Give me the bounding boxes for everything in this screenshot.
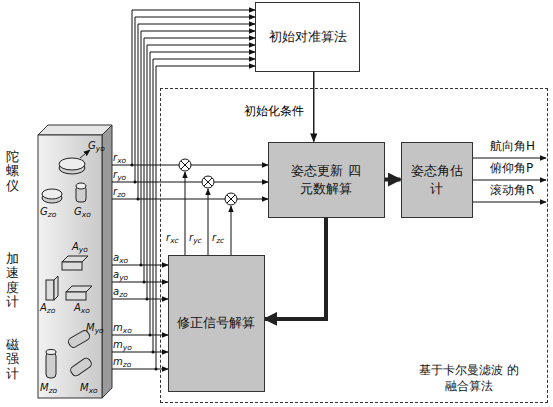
signal-name: ryo — [113, 169, 126, 182]
sensor-group-label: 陀螺仪 — [6, 150, 19, 193]
signal-name: rxo — [113, 152, 126, 165]
sensor-axis-label: Myo — [86, 322, 104, 335]
signal-name: rzo — [113, 186, 126, 199]
signal-name: ayo — [113, 269, 128, 282]
sensor-axis-label: Ayo — [72, 241, 88, 254]
sensor-group-label: 加速度计 — [6, 252, 19, 309]
signal-name: rxc — [166, 232, 179, 245]
box-label: 姿态更新 四元数解算 — [291, 162, 361, 197]
signal-name: ryc — [189, 232, 202, 245]
signal-name: rzc — [212, 232, 224, 245]
flow-arrow — [265, 218, 327, 319]
sensor-axis-label: Mzo — [40, 382, 57, 395]
process-box: 姿态角估计 — [401, 142, 473, 218]
sensor-axis-label: Gxo — [74, 206, 91, 219]
sensor-group-label: 磁强计 — [6, 338, 19, 381]
region-title: 基于卡尔曼滤波 的融合算法 — [419, 362, 519, 394]
flow-arrow — [313, 72, 315, 142]
box-label: 初始对准算法 — [263, 28, 353, 46]
signal-name: mzo — [113, 356, 131, 369]
signal-name: axo — [113, 252, 128, 265]
sensor-axis-label: Axo — [74, 302, 90, 315]
sensor-axis-label: Mxo — [80, 382, 98, 395]
process-box: 修正信号解算 — [168, 255, 265, 392]
box-label: 修正信号解算 — [174, 314, 258, 332]
flow-arrow — [385, 178, 401, 182]
signal-name: mxo — [113, 322, 132, 335]
sensor-axis-label: Gzo — [40, 206, 56, 219]
output-label: 俯仰角P — [490, 162, 533, 175]
edge-label: 初始化条件 — [242, 103, 306, 120]
box-label: 姿态角估计 — [405, 162, 469, 197]
process-box: 姿态更新 四元数解算 — [268, 142, 385, 218]
sensor-axis-label: Azo — [40, 302, 55, 315]
signal-name: myo — [113, 339, 132, 352]
sensor-axis-label: Gyo — [88, 140, 105, 153]
output-label: 滚动角R — [490, 184, 534, 197]
region-box: 基于卡尔曼滤波 的融合算法 姿态更新 四元数解算 姿态角估计修正信号解算 — [160, 88, 548, 403]
process-box: 初始对准算法 — [255, 2, 360, 72]
output-label: 航向角H — [490, 140, 535, 153]
signal-name: azo — [113, 286, 128, 299]
